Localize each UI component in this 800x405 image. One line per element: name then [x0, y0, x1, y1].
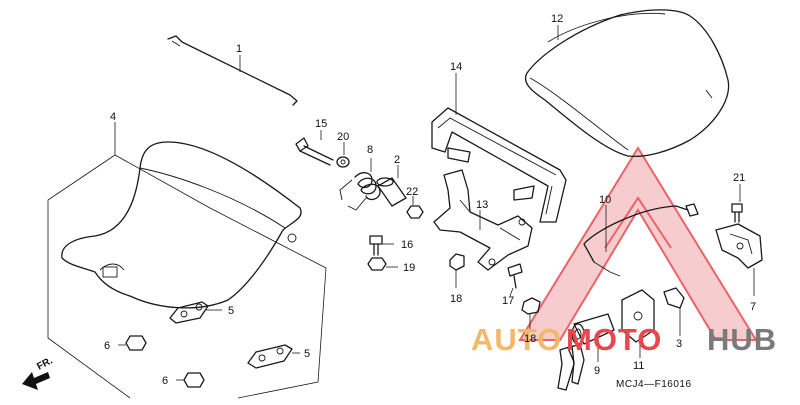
part-front-seat	[61, 141, 302, 309]
part-collar	[376, 177, 407, 207]
front-direction-arrow	[22, 372, 50, 390]
callout-label: 17	[502, 295, 514, 307]
callout-label: 7	[750, 301, 756, 313]
callout-label: 19	[403, 262, 415, 274]
part-bolt-16	[369, 235, 383, 256]
callout-labels: 1 2 3 4 5 5 6 6 7 8 9 10 11 12 13 14 15 …	[104, 13, 756, 387]
callout-label: 3	[676, 338, 682, 350]
callout-label: 1	[236, 43, 242, 55]
part-rod	[167, 35, 298, 106]
watermark-logo: AUTO MOTO HUB	[471, 322, 777, 357]
callout-label: 18	[450, 293, 462, 305]
part-rubber-lower	[183, 372, 205, 388]
drawing-code: MCJ4—F16016	[616, 379, 692, 390]
callout-label: 9	[594, 365, 600, 377]
part-washer-20	[336, 156, 350, 168]
part-clip-3	[663, 287, 685, 309]
part-bolt-21	[731, 203, 743, 223]
callout-label: 4	[110, 111, 116, 123]
callout-label: 11	[633, 360, 644, 372]
part-plate-11	[621, 289, 655, 343]
callout-label: 18	[524, 333, 536, 345]
part-bracket-lower	[247, 344, 293, 369]
callout-label: 22	[406, 186, 418, 198]
front-arrow-label: FR.	[35, 355, 55, 372]
callout-label: 6	[104, 340, 110, 352]
part-grommet-upper	[449, 253, 465, 271]
callout-label: 15	[315, 118, 327, 130]
callout-label: 16	[401, 239, 413, 251]
watermark-text-hub: HUB	[707, 322, 777, 357]
part-cable	[583, 203, 699, 277]
watermark-text-auto: AUTO	[471, 322, 562, 357]
part-nut-19	[367, 257, 387, 271]
callout-label: 6	[162, 375, 168, 387]
watermark-text-moto: MOTO	[566, 322, 662, 357]
part-grommet-lower	[521, 297, 541, 315]
callout-label: 2	[394, 154, 400, 166]
watermark-triangle	[518, 146, 758, 341]
callout-label: 5	[304, 348, 310, 360]
part-bracket-upper	[169, 301, 209, 324]
part-bolt-15	[295, 137, 334, 166]
callout-label: 5	[228, 305, 234, 317]
part-rubber-upper	[125, 335, 147, 351]
part-nut-22	[406, 205, 424, 219]
part-rear-seat	[524, 9, 730, 158]
callout-label: 14	[450, 61, 462, 73]
callout-label: 10	[599, 194, 611, 206]
part-bracket-13	[433, 169, 533, 271]
part-spring	[339, 172, 381, 211]
callout-label: 21	[733, 172, 745, 184]
part-lock-cylinder	[557, 313, 615, 391]
part-grab-rail	[431, 107, 567, 223]
part-screw-17	[507, 263, 523, 289]
part-latch	[715, 223, 763, 269]
callout-label: 8	[367, 144, 373, 156]
callout-label: 20	[337, 131, 349, 143]
leader-lines	[47, 25, 755, 399]
callout-label: 12	[551, 13, 563, 25]
callout-label: 13	[476, 199, 488, 211]
